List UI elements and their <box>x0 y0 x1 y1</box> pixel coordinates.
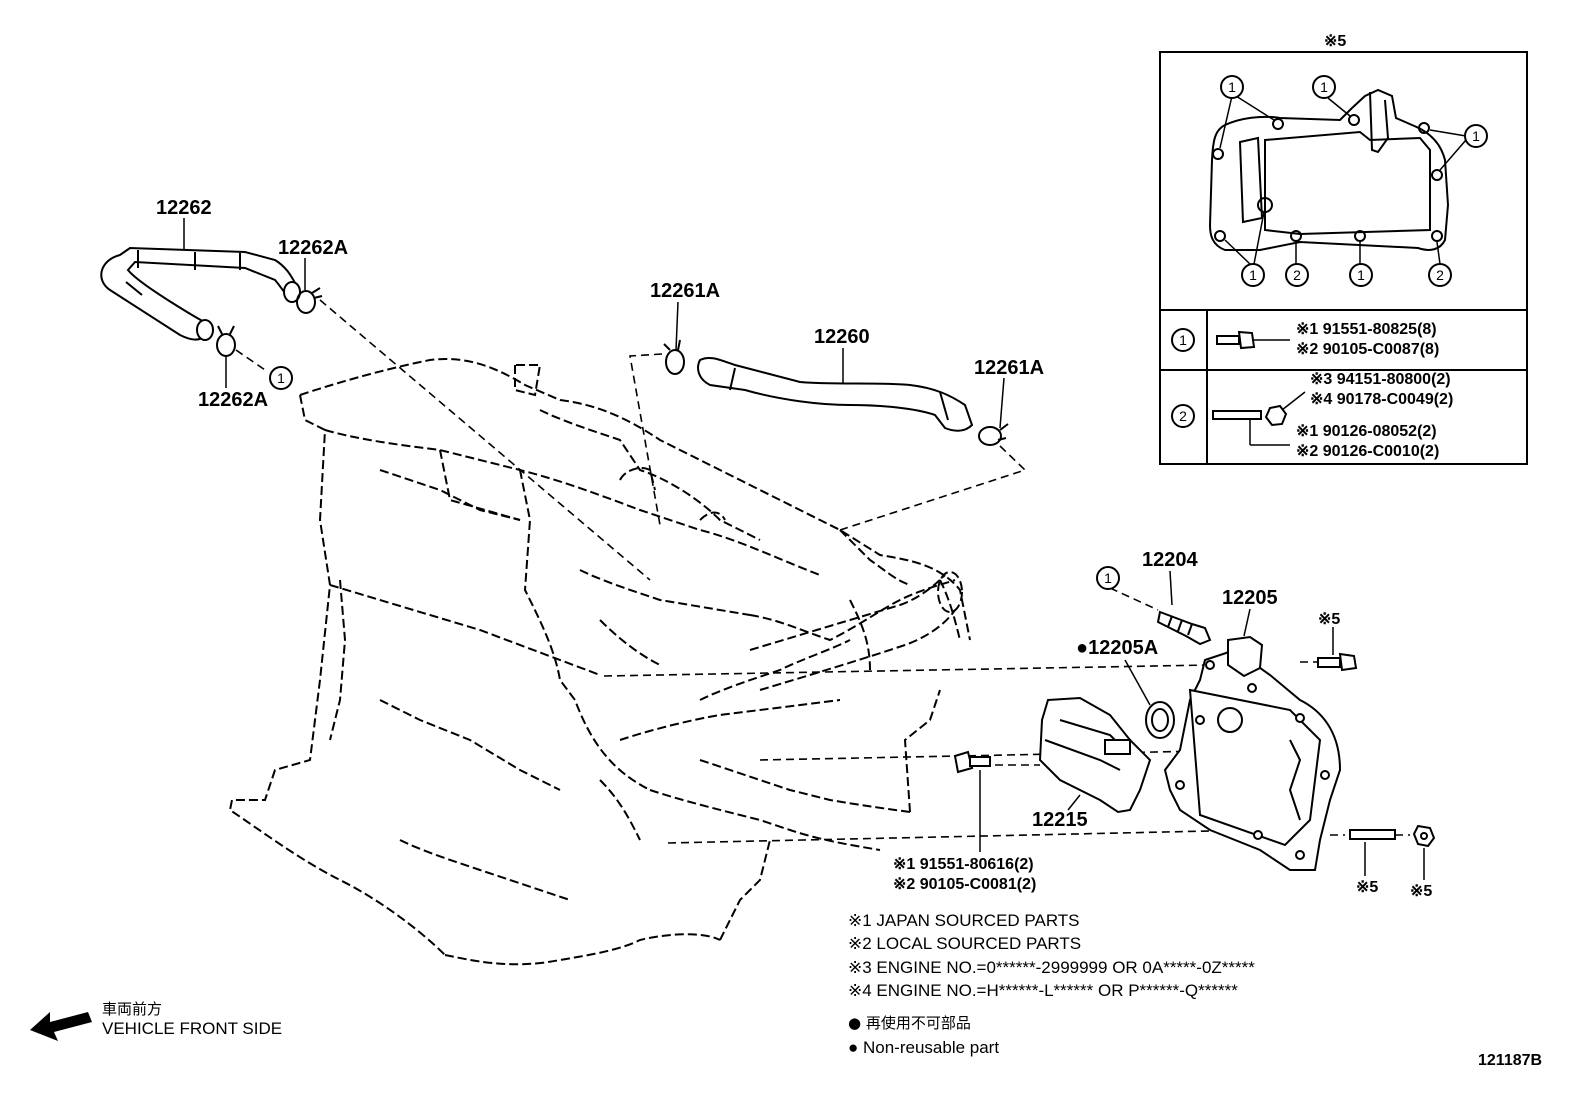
label-12261a-right: 12261A <box>974 357 1044 379</box>
solid-leaders <box>183 218 1425 880</box>
gasket-marker-2a: 2 <box>1285 263 1309 287</box>
svg-text:1: 1 <box>1320 79 1328 95</box>
hose-12262 <box>100 246 301 341</box>
inset-row1-marker: 1 <box>1171 328 1195 352</box>
gasket-marker-1c: 1 <box>1464 124 1488 148</box>
label-12205a: ●12205A <box>1076 637 1158 659</box>
front-arrow-icon <box>30 1012 92 1041</box>
svg-text:1: 1 <box>1357 267 1365 283</box>
inset-row2-marker: 2 <box>1171 404 1195 428</box>
pcv-valve-12204 <box>1156 610 1212 646</box>
bracket-12215 <box>1038 696 1152 814</box>
inset-row2-stud <box>1212 410 1290 446</box>
engine-intake-pipe <box>749 571 963 691</box>
label-12215: 12215 <box>1032 809 1088 831</box>
bolt-upper-right <box>1317 652 1358 672</box>
svg-text:1: 1 <box>1472 128 1480 144</box>
svg-text:2: 2 <box>1436 267 1444 283</box>
inset-row2-line3: ※1 90126-08052(2) <box>1296 423 1437 440</box>
oil-seal-12205a <box>1145 701 1175 739</box>
direction-label-en: VEHICLE FRONT SIDE <box>102 1019 282 1038</box>
label-12260: 12260 <box>814 326 870 348</box>
inset-row1-bolt <box>1216 330 1290 350</box>
nut-lower-right <box>1412 824 1436 848</box>
legend-engine-no-4: ※4 ENGINE NO.=H******-L****** OR P******… <box>848 981 1238 1000</box>
clamp-12262a-bottom <box>216 325 236 357</box>
svg-text:2: 2 <box>1179 408 1187 424</box>
hose-12260 <box>697 356 974 432</box>
legend-non-reusable-jp: ● 再使用不可部品 <box>848 1014 971 1032</box>
clamp-12261a-left <box>663 339 685 375</box>
marker-circle-one-b: 1 <box>1096 566 1120 590</box>
legend-engine-no-3: ※3 ENGINE NO.=0******-2999999 OR 0A*****… <box>848 958 1255 977</box>
label-note5-nut: ※5 <box>1410 883 1432 900</box>
marker-circle-one-a: 1 <box>269 366 293 390</box>
bolt-left <box>953 750 991 774</box>
svg-text:1: 1 <box>1249 267 1257 283</box>
oil-separator-cover-12205 <box>1163 635 1342 871</box>
label-note5-stud: ※5 <box>1356 879 1378 896</box>
svg-text:1: 1 <box>1179 332 1187 348</box>
figure-id: 121187B <box>1478 1052 1542 1069</box>
legend-non-reusable-en: ● Non-reusable part <box>848 1038 999 1057</box>
label-12262a-top: 12262A <box>278 237 348 259</box>
svg-text:1: 1 <box>1228 79 1236 95</box>
clamp-12261a-right <box>978 423 1009 446</box>
inset-row2-line2: ※4 90178-C0049(2) <box>1310 391 1453 408</box>
gasket-drawing <box>1208 88 1450 251</box>
gasket-marker-1d: 1 <box>1241 263 1265 287</box>
gasket-marker-1e: 1 <box>1349 263 1373 287</box>
label-note5-bolt: ※5 <box>1318 611 1340 628</box>
inset-row1-line2: ※2 90105-C0087(8) <box>1296 341 1439 358</box>
label-12205: 12205 <box>1222 587 1278 609</box>
label-12262: 12262 <box>156 197 212 219</box>
clamp-12262a-top <box>296 287 323 314</box>
legend-local-sourced: ※2 LOCAL SOURCED PARTS <box>848 934 1081 953</box>
gasket-marker-1a: 1 <box>1220 75 1244 99</box>
bolt-spec-line2: ※2 90105-C0081(2) <box>893 876 1036 893</box>
gasket-marker-1b: 1 <box>1312 75 1336 99</box>
stud-lower-right <box>1349 829 1396 840</box>
engine-outline <box>228 358 971 966</box>
svg-text:1: 1 <box>277 370 285 386</box>
inset-row2-line1: ※3 94151-80800(2) <box>1310 371 1451 388</box>
bolt-spec-line1: ※1 91551-80616(2) <box>893 856 1034 873</box>
inset-title: ※5 <box>1324 33 1346 50</box>
direction-label-jp: 車両前方 <box>102 1000 162 1018</box>
inset-row2-nut <box>1264 391 1306 427</box>
label-12262a-bottom: 12262A <box>198 389 268 411</box>
svg-text:1: 1 <box>1104 570 1112 586</box>
inset-row1-line1: ※1 91551-80825(8) <box>1296 321 1437 338</box>
inset-row2-line4: ※2 90126-C0010(2) <box>1296 443 1439 460</box>
svg-text:2: 2 <box>1293 267 1301 283</box>
label-12261a-left: 12261A <box>650 280 720 302</box>
gasket-leaders <box>1219 95 1467 265</box>
legend-japan-sourced: ※1 JAPAN SOURCED PARTS <box>848 911 1080 930</box>
gasket-marker-2b: 2 <box>1428 263 1452 287</box>
inset-panel: ※5 <box>1159 33 1528 465</box>
label-12204: 12204 <box>1142 549 1198 571</box>
